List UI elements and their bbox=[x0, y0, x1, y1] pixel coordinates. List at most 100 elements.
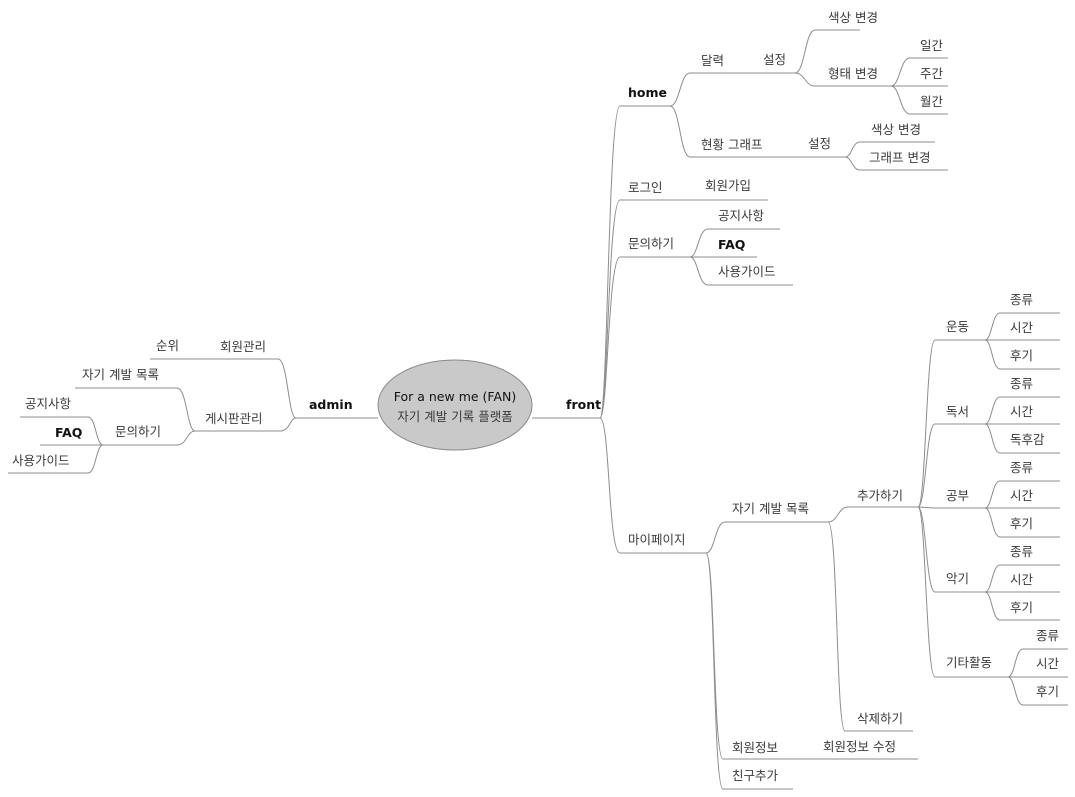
node-mypage[interactable]: 마이페이지 bbox=[628, 532, 686, 547]
node-ot-kind[interactable]: 종류 bbox=[1036, 628, 1059, 643]
edge bbox=[794, 72, 891, 87]
node-guide[interactable]: 사용가이드 bbox=[718, 264, 776, 279]
node-st-review[interactable]: 후기 bbox=[1010, 516, 1033, 531]
node-rd-time[interactable]: 시간 bbox=[1010, 404, 1034, 419]
edge bbox=[917, 339, 985, 508]
edge bbox=[20, 416, 104, 446]
node-home[interactable]: home bbox=[628, 85, 667, 100]
node-faq[interactable]: FAQ bbox=[718, 237, 745, 252]
node-ot-time[interactable]: 시간 bbox=[1036, 656, 1060, 671]
edge bbox=[844, 141, 935, 158]
node-member-info[interactable]: 회원정보 bbox=[732, 740, 778, 755]
node-in-kind[interactable]: 종류 bbox=[1010, 544, 1033, 559]
node-calendar-settings[interactable]: 설정 bbox=[763, 52, 786, 67]
edge bbox=[984, 564, 1060, 593]
edge bbox=[917, 506, 1008, 678]
root-subtitle: 자기 계발 기록 플랫폼 bbox=[397, 409, 512, 424]
edge bbox=[890, 85, 948, 115]
edge bbox=[705, 552, 805, 760]
node-front[interactable]: front bbox=[566, 397, 601, 412]
node-ot-review[interactable]: 후기 bbox=[1036, 684, 1059, 699]
node-ex-kind[interactable]: 종류 bbox=[1010, 292, 1033, 307]
edge bbox=[1007, 676, 1068, 706]
edge bbox=[984, 480, 1060, 509]
edge bbox=[103, 430, 196, 446]
root-title: For a new me (FAN) bbox=[394, 389, 517, 404]
edge bbox=[984, 339, 1060, 370]
edge bbox=[917, 506, 985, 509]
edge bbox=[215, 358, 297, 419]
node-admin-inquiry[interactable]: 문의하기 bbox=[115, 424, 161, 439]
node-st-time[interactable]: 시간 bbox=[1010, 488, 1034, 503]
edge bbox=[705, 552, 793, 790]
node-study[interactable]: 공부 bbox=[946, 488, 969, 503]
node-reading[interactable]: 독서 bbox=[946, 404, 969, 419]
edge bbox=[599, 256, 690, 419]
edge bbox=[827, 521, 913, 732]
node-ex-review[interactable]: 후기 bbox=[1010, 348, 1033, 363]
edge bbox=[195, 417, 297, 432]
edge bbox=[984, 591, 1060, 621]
node-admin-faq[interactable]: FAQ bbox=[55, 425, 82, 440]
node-delete[interactable]: 삭제하기 bbox=[857, 711, 903, 726]
node-admin-dev-list[interactable]: 자기 계발 목록 bbox=[82, 367, 159, 382]
node-rd-review[interactable]: 독후감 bbox=[1010, 432, 1045, 447]
edge bbox=[984, 396, 1060, 425]
edge bbox=[827, 506, 918, 523]
node-monthly[interactable]: 월간 bbox=[920, 94, 944, 109]
node-ex-time[interactable]: 시간 bbox=[1010, 320, 1034, 335]
node-daily[interactable]: 일간 bbox=[920, 38, 944, 53]
admin-branch: admin 회원관리 순위 게시판관리 자기 계발 목록 문의하기 공지사항 F… bbox=[8, 338, 378, 474]
node-status-graph[interactable]: 현황 그래프 bbox=[701, 137, 762, 152]
edge bbox=[689, 256, 793, 286]
edge bbox=[705, 521, 828, 554]
node-exercise[interactable]: 운동 bbox=[946, 319, 969, 334]
node-weekly[interactable]: 주간 bbox=[920, 66, 944, 81]
node-add[interactable]: 추가하기 bbox=[857, 488, 903, 503]
edge bbox=[1007, 648, 1068, 678]
node-member-edit[interactable]: 회원정보 수정 bbox=[823, 739, 896, 754]
edge bbox=[844, 156, 948, 171]
front-branch: front home 달력 설정 색상 변경 형태 변경 일간 주간 월간 현황… bbox=[532, 10, 1068, 790]
node-rd-kind[interactable]: 종류 bbox=[1010, 376, 1033, 391]
edge bbox=[669, 105, 795, 158]
node-member-mgmt[interactable]: 회원관리 bbox=[220, 339, 266, 354]
node-login[interactable]: 로그인 bbox=[628, 180, 663, 195]
node-add-friend[interactable]: 친구추가 bbox=[732, 768, 779, 783]
node-admin-guide[interactable]: 사용가이드 bbox=[12, 453, 70, 468]
node-ranking[interactable]: 순위 bbox=[156, 338, 179, 353]
edge bbox=[8, 444, 104, 474]
edge bbox=[669, 72, 747, 107]
node-notice[interactable]: 공지사항 bbox=[718, 208, 765, 223]
edge bbox=[599, 199, 695, 419]
node-st-kind[interactable]: 종류 bbox=[1010, 460, 1033, 475]
edge bbox=[984, 423, 1060, 454]
edge bbox=[599, 417, 706, 554]
node-signup[interactable]: 회원가입 bbox=[705, 178, 751, 193]
node-graph-settings[interactable]: 설정 bbox=[808, 136, 831, 151]
node-color-change-2[interactable]: 색상 변경 bbox=[871, 122, 921, 137]
root-node[interactable] bbox=[377, 359, 533, 451]
node-instrument[interactable]: 악기 bbox=[946, 571, 969, 586]
node-color-change-1[interactable]: 색상 변경 bbox=[828, 10, 878, 25]
edge bbox=[917, 423, 985, 508]
node-dev-list[interactable]: 자기 계발 목록 bbox=[732, 501, 809, 516]
edge bbox=[984, 312, 1060, 341]
node-admin-notice[interactable]: 공지사항 bbox=[25, 396, 72, 411]
node-admin[interactable]: admin bbox=[309, 397, 353, 412]
edge bbox=[890, 57, 948, 87]
node-board-mgmt[interactable]: 게시판관리 bbox=[205, 411, 263, 426]
edge bbox=[984, 507, 1060, 538]
node-in-review[interactable]: 후기 bbox=[1010, 600, 1033, 615]
node-graph-change[interactable]: 그래프 변경 bbox=[869, 150, 930, 165]
node-shape-change[interactable]: 형태 변경 bbox=[828, 66, 878, 81]
node-in-time[interactable]: 시간 bbox=[1010, 572, 1034, 587]
node-other[interactable]: 기타활동 bbox=[946, 655, 992, 670]
node-calendar[interactable]: 달력 bbox=[701, 53, 724, 68]
edge bbox=[689, 228, 780, 258]
edge bbox=[794, 29, 860, 74]
node-inquiry[interactable]: 문의하기 bbox=[628, 236, 674, 251]
edge bbox=[75, 387, 196, 432]
edge bbox=[917, 506, 985, 593]
